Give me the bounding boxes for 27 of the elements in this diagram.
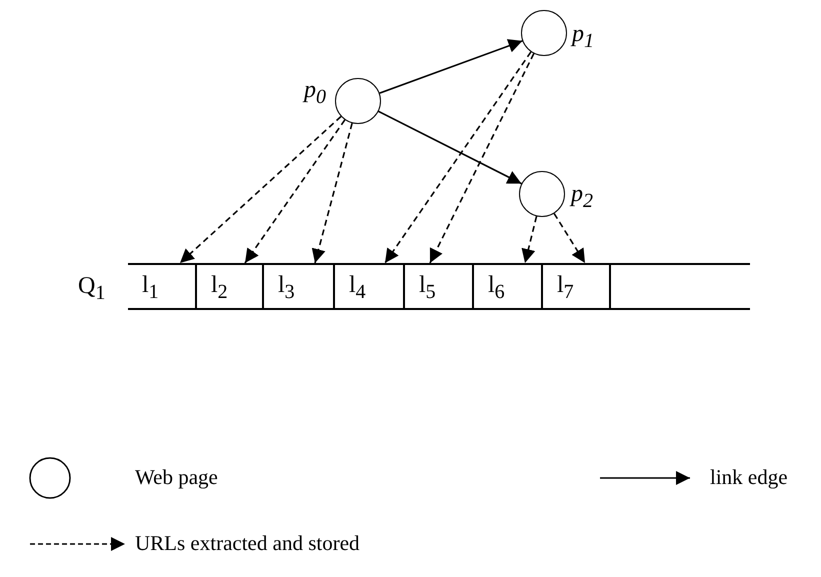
- dashed-arrow: [553, 213, 586, 264]
- page-label: p$_{1}$: [572, 22, 594, 51]
- legend-label: Web page: [135, 467, 218, 488]
- url-label: l$_{1}$: [142, 273, 159, 302]
- web-page-circle: [521, 10, 567, 56]
- link-arrow: [378, 110, 522, 184]
- legend-label: link edge: [710, 467, 788, 488]
- url-label: l$_{5}$: [419, 273, 436, 302]
- url-label: l$_{3}$: [278, 273, 295, 302]
- dashed-arrow: [179, 116, 342, 264]
- queue-label: Q$_{1}$: [78, 274, 106, 303]
- dashed-arrow: [312, 123, 353, 264]
- web-page-circle: [335, 78, 381, 124]
- url-label: l$_{2}$: [211, 273, 228, 302]
- dashed-arrow: [384, 51, 532, 264]
- dashed-arrow: [244, 119, 346, 264]
- page-label: p$_{0}$: [304, 78, 326, 107]
- url-label: l$_{4}$: [349, 273, 366, 302]
- web-page-circle: [519, 171, 565, 217]
- dashed-arrow: [522, 216, 538, 264]
- legend-label: URLs extracted and stored: [135, 533, 360, 554]
- queue-bar: [128, 263, 750, 310]
- url-label: l$_{6}$: [488, 273, 505, 302]
- page-label: p$_{2}$: [571, 182, 593, 211]
- link-arrow: [379, 39, 523, 94]
- url-label: l$_{7}$: [557, 273, 574, 302]
- dashed-arrow: [429, 53, 534, 264]
